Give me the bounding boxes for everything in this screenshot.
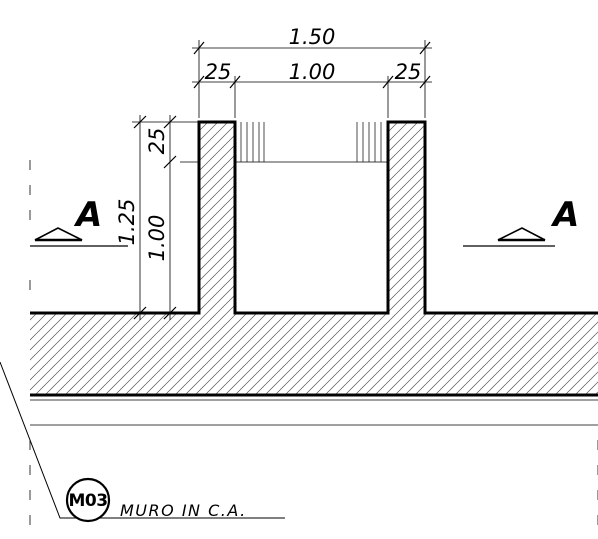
horizontal-dimensions	[192, 40, 432, 118]
vertical-dimensions	[132, 115, 199, 320]
dim-right-pier-width: 25	[395, 60, 422, 84]
break-marks	[29, 160, 598, 525]
opening-detail	[180, 122, 388, 163]
section-letter-left: A	[73, 195, 102, 235]
section-letter-right: A	[550, 195, 579, 235]
slab-hatch	[30, 313, 598, 395]
dim-total-height: 1.25	[115, 199, 139, 246]
right-pier-hatch	[388, 122, 425, 313]
wall-outline	[30, 120, 598, 315]
callout-tag-circle	[65, 477, 111, 523]
section-mark-right: A	[463, 195, 579, 247]
callout-text: MURO IN C.A.	[120, 501, 247, 520]
callout-tag: M03	[68, 491, 107, 511]
section-mark-left: A	[30, 195, 128, 247]
dim-total-width: 1.50	[289, 25, 336, 49]
concrete-hatch	[30, 122, 598, 395]
callout: M03 MURO IN C.A.	[0, 361, 285, 523]
dim-top-height: 25	[145, 128, 169, 155]
dim-left-pier-width: 25	[205, 60, 232, 84]
dim-inner-height: 1.00	[145, 215, 169, 262]
left-pier-hatch	[199, 122, 235, 313]
dim-opening-width: 1.00	[289, 60, 336, 84]
